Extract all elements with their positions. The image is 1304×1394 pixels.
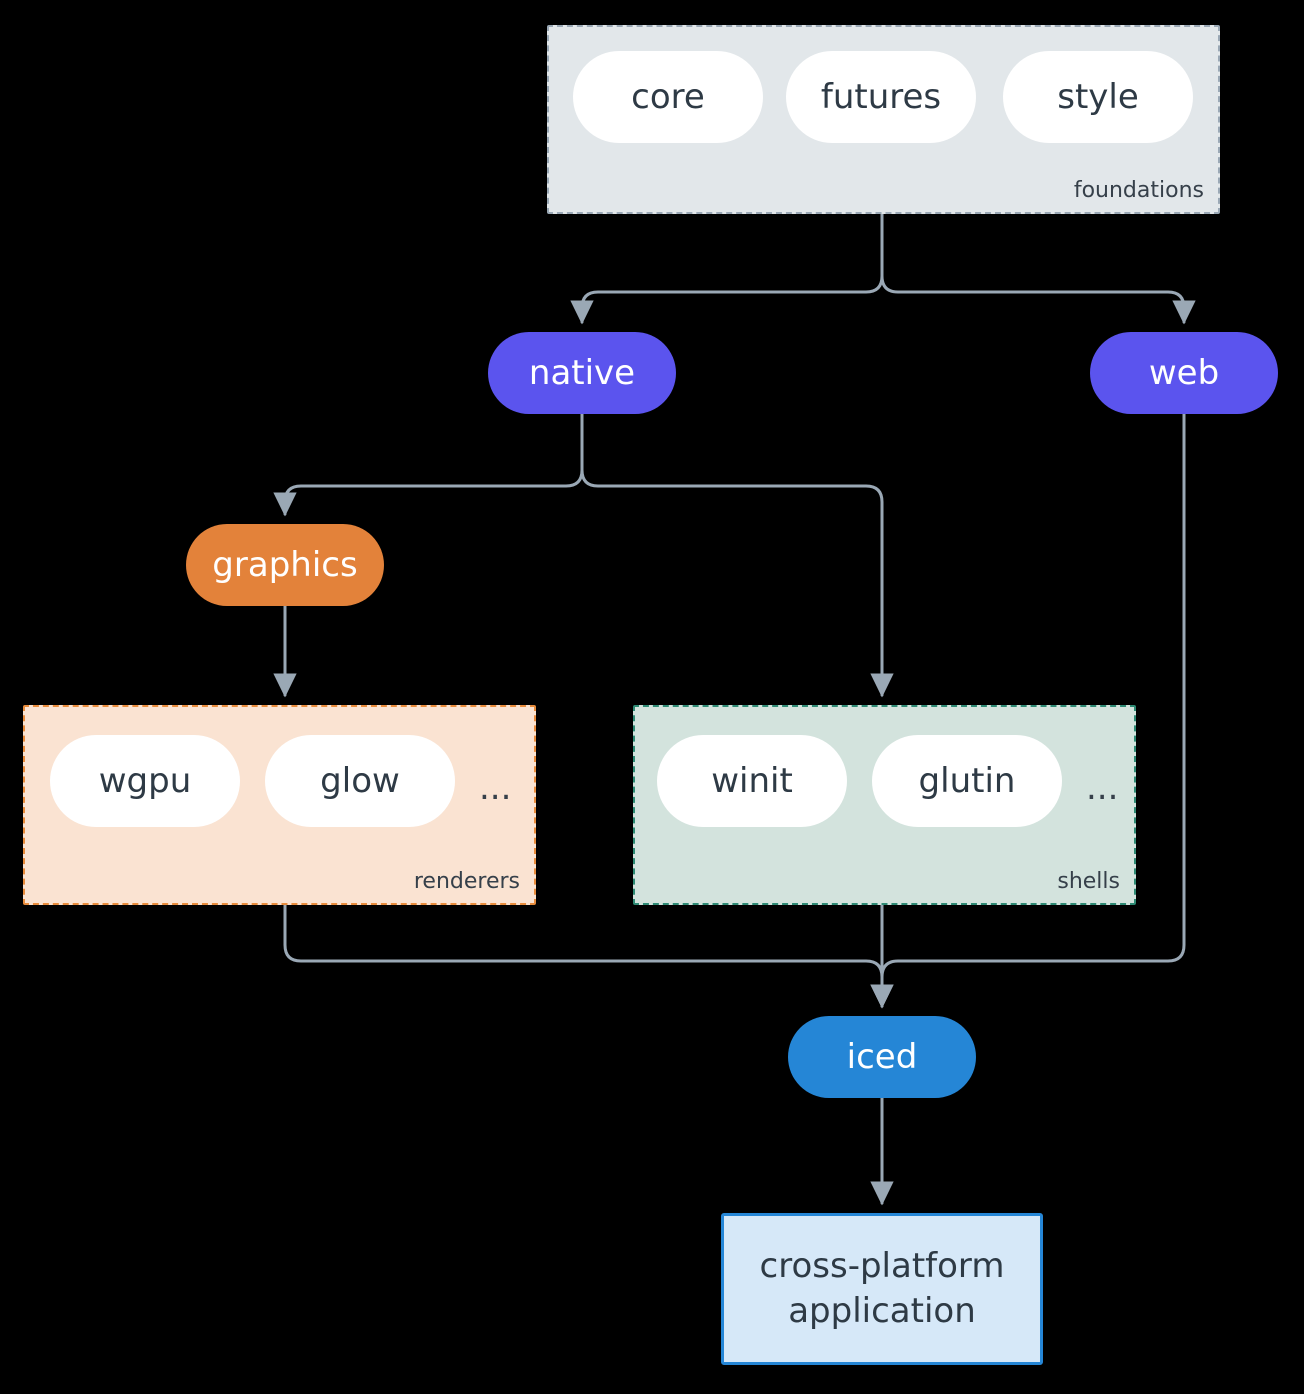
- node-glow-label: glow: [320, 761, 400, 801]
- application-label-line1: cross-platform: [759, 1246, 1005, 1287]
- node-cross-platform-application[interactable]: cross-platform application: [721, 1213, 1043, 1365]
- shells-ellipsis: ...: [1086, 768, 1119, 808]
- node-futures[interactable]: futures: [786, 51, 976, 143]
- cluster-shells-label: shells: [1057, 869, 1120, 894]
- node-web-label: web: [1148, 353, 1220, 393]
- node-glutin-label: glutin: [918, 761, 1016, 801]
- node-graphics[interactable]: graphics: [186, 524, 384, 606]
- node-winit-label: winit: [711, 761, 793, 801]
- node-core[interactable]: core: [573, 51, 763, 143]
- cluster-renderers-label: renderers: [413, 869, 520, 894]
- node-wgpu-label: wgpu: [98, 761, 192, 801]
- application-label-line2: application: [788, 1291, 976, 1331]
- edge-foundations-native: [570, 212, 884, 325]
- node-graphics-label: graphics: [212, 545, 358, 585]
- node-native-label: native: [528, 353, 636, 393]
- cluster-foundations-label: foundations: [1073, 178, 1204, 203]
- node-iced[interactable]: iced: [788, 1016, 976, 1098]
- node-style[interactable]: style: [1003, 51, 1193, 143]
- edge-native-shells: [580, 412, 894, 698]
- node-glow[interactable]: glow: [265, 735, 455, 827]
- node-core-label: core: [631, 77, 705, 117]
- edge-renderers-iced: [283, 903, 894, 1009]
- node-web[interactable]: web: [1090, 332, 1278, 414]
- edge-foundations-web: [880, 212, 1196, 325]
- node-wgpu[interactable]: wgpu: [50, 735, 240, 827]
- node-glutin[interactable]: glutin: [872, 735, 1062, 827]
- renderers-ellipsis: ...: [479, 768, 512, 808]
- node-futures-label: futures: [820, 77, 942, 117]
- node-style-label: style: [1057, 77, 1139, 117]
- node-native[interactable]: native: [488, 332, 676, 414]
- node-iced-label: iced: [846, 1037, 918, 1077]
- node-winit[interactable]: winit: [657, 735, 847, 827]
- edge-native-graphics: [273, 412, 584, 517]
